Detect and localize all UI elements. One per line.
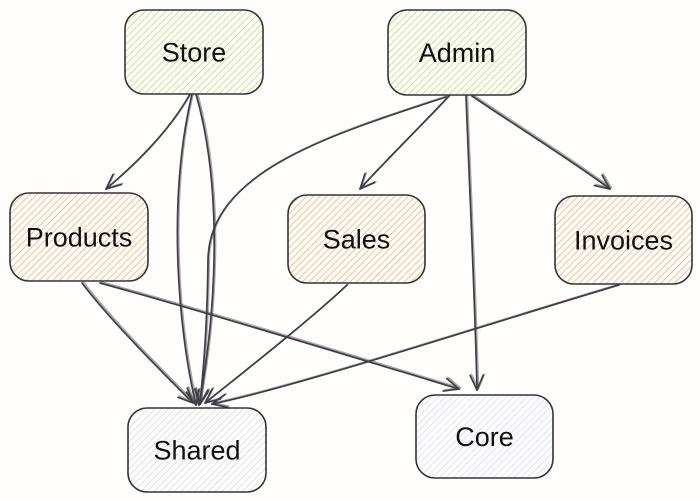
edge-admin-shared	[194, 96, 447, 405]
edge-admin-sales	[360, 94, 452, 189]
edge-layer	[81, 92, 622, 409]
node-invoices-box[interactable]	[554, 195, 693, 285]
arrowhead-wing	[601, 174, 611, 190]
edge-store-products	[105, 93, 191, 190]
edge-admin-sales	[359, 95, 450, 190]
arrowhead-wing	[105, 173, 114, 190]
arrowhead-wing	[204, 387, 214, 404]
node-products-box[interactable]	[9, 192, 149, 282]
arrowhead-wing	[105, 183, 123, 190]
node-store-box[interactable]	[124, 9, 264, 95]
edge-products-core	[99, 282, 460, 392]
node-sales-label: Sales	[323, 225, 391, 255]
arrowhead-wing	[360, 171, 368, 189]
edge-admin-core	[466, 94, 486, 390]
arrowhead-wing	[211, 403, 229, 409]
edge-invoices-shared	[211, 284, 620, 409]
node-core-label: Core	[455, 422, 514, 452]
node-sales-box[interactable]	[287, 194, 426, 284]
node-core[interactable]: Core	[415, 394, 554, 479]
node-shared-box[interactable]	[127, 407, 267, 493]
node-sales[interactable]: Sales	[287, 194, 426, 284]
edge-admin-invoices	[471, 95, 611, 190]
arrowhead-wing	[212, 402, 230, 408]
arrowhead-wing	[443, 387, 462, 391]
arrowhead-wing	[199, 389, 209, 405]
arrowhead-wing	[593, 184, 611, 190]
edge-admin-core	[465, 95, 485, 391]
arrowhead-wing	[477, 373, 486, 390]
node-store-label: Store	[162, 38, 227, 68]
node-shared-label: Shared	[153, 436, 240, 466]
arrowhead-wing	[195, 386, 203, 404]
arrowhead-wing	[359, 172, 366, 190]
arrowhead-wing	[186, 387, 194, 404]
arrowhead-wing	[447, 376, 462, 389]
arrowhead-wing	[205, 386, 215, 403]
arrowhead-wing	[178, 395, 196, 403]
node-products-label: Products	[26, 223, 133, 253]
arrowhead-wing	[177, 396, 194, 404]
edge-products-shared	[81, 282, 194, 404]
node-store[interactable]: Store	[124, 9, 264, 95]
arrowhead-wing	[106, 172, 116, 189]
arrowhead-wing	[470, 373, 480, 390]
arrowhead-wing	[211, 393, 226, 405]
node-invoices[interactable]: Invoices	[554, 195, 693, 285]
edge-store-products	[106, 92, 193, 189]
arrowhead-wing	[476, 374, 485, 391]
edge-admin-shared	[195, 95, 449, 404]
edge-products-shared	[82, 281, 196, 403]
edge-admin-invoices	[472, 94, 613, 189]
arrowhead-wing	[446, 377, 460, 390]
arrowhead-wing	[212, 392, 228, 404]
arrowhead-wing	[442, 388, 460, 392]
node-admin-label: Admin	[419, 38, 496, 68]
node-invoices-label: Invoices	[574, 226, 673, 256]
arrowhead-wing	[469, 374, 478, 391]
edge-invoices-shared	[212, 283, 622, 408]
node-admin-box[interactable]	[387, 9, 527, 96]
node-shared[interactable]: Shared	[127, 407, 267, 493]
edge-sales-shared	[205, 283, 350, 403]
arrowhead-wing	[106, 182, 124, 189]
arrowhead-wing	[359, 181, 376, 190]
edge-store-shared	[177, 92, 202, 405]
node-admin[interactable]: Admin	[387, 9, 527, 96]
node-products[interactable]: Products	[9, 192, 149, 282]
arrowhead-wing	[194, 387, 201, 405]
arrowhead-wing	[360, 180, 377, 189]
arrowhead-wing	[200, 388, 211, 404]
edge-products-core	[100, 281, 462, 391]
arrowhead-wing	[602, 173, 613, 189]
node-core-box[interactable]	[415, 394, 554, 479]
arrowhead-wing	[594, 183, 613, 189]
arrowhead-wing	[187, 386, 196, 403]
